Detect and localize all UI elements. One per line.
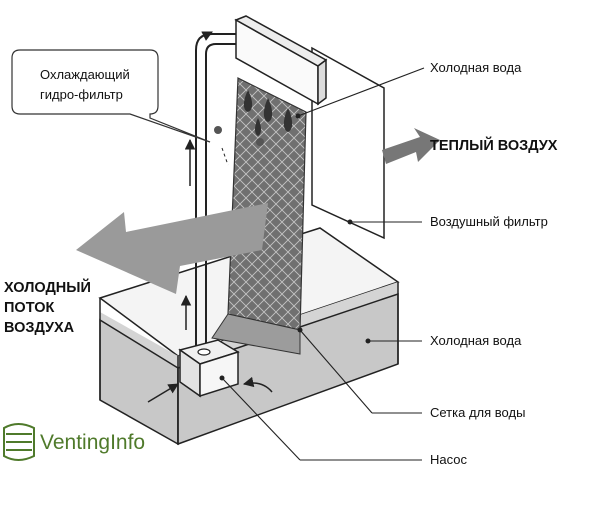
leader-dots [219, 113, 371, 381]
cold-air-label-3: ВОЗДУХА [4, 320, 75, 336]
pump-label: Насос [430, 452, 467, 467]
leader-water-mesh [299, 329, 373, 414]
warm-air-label: ТЕПЛЫЙ ВОЗДУХ [430, 136, 558, 154]
cooling-filter-label-2: гидро-фильтр [40, 87, 123, 102]
flow-arrows [147, 31, 273, 403]
leaf-vent-icon [3, 423, 35, 461]
cold-water-top-label: Холодная вода [430, 60, 522, 75]
water-mesh-label: Сетка для воды [430, 405, 525, 420]
logo-text: VentingInfo [40, 431, 145, 454]
leader-lines [221, 67, 425, 461]
leader-pump [221, 377, 301, 461]
cold-air-label-1: ХОЛОДНЫЙ [4, 278, 91, 296]
warm-air-arrow [382, 128, 440, 164]
water-distributor [234, 15, 328, 106]
leader-cold-water-top [297, 67, 425, 117]
logo: VentingInfo [3, 423, 145, 461]
cold-air-arrow [76, 203, 268, 294]
cold-water-bottom-label: Холодная вода [430, 333, 522, 348]
water-droplets [214, 90, 293, 146]
cooling-filter-label-1: Охлаждающий [40, 67, 130, 82]
air-filter-panel [311, 46, 385, 240]
air-filter-label: Воздушный фильтр [430, 214, 548, 229]
cooling-filter-callout: Охлаждающий гидро-фильтр [11, 49, 211, 143]
cold-air-label-2: ПОТОК [4, 300, 54, 316]
